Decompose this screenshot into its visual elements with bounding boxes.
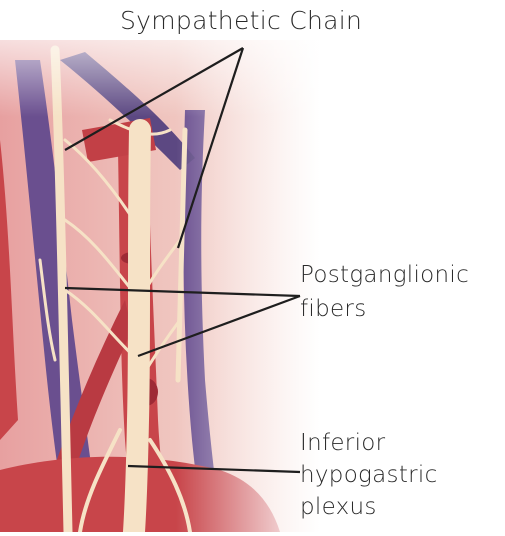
inferior-hypogastric-label-line3: plexus — [300, 494, 377, 520]
sympathetic-chain-label: Sympathetic Chain — [120, 6, 362, 35]
inferior-hypogastric-label-line2: hypogastric — [300, 462, 438, 488]
inferior-hypogastric-label-line1: Inferior — [300, 430, 385, 456]
top-fade — [0, 0, 320, 532]
postganglionic-label-line1: Postganglionic — [300, 262, 469, 288]
postganglionic-label-line2: fibers — [300, 296, 366, 322]
